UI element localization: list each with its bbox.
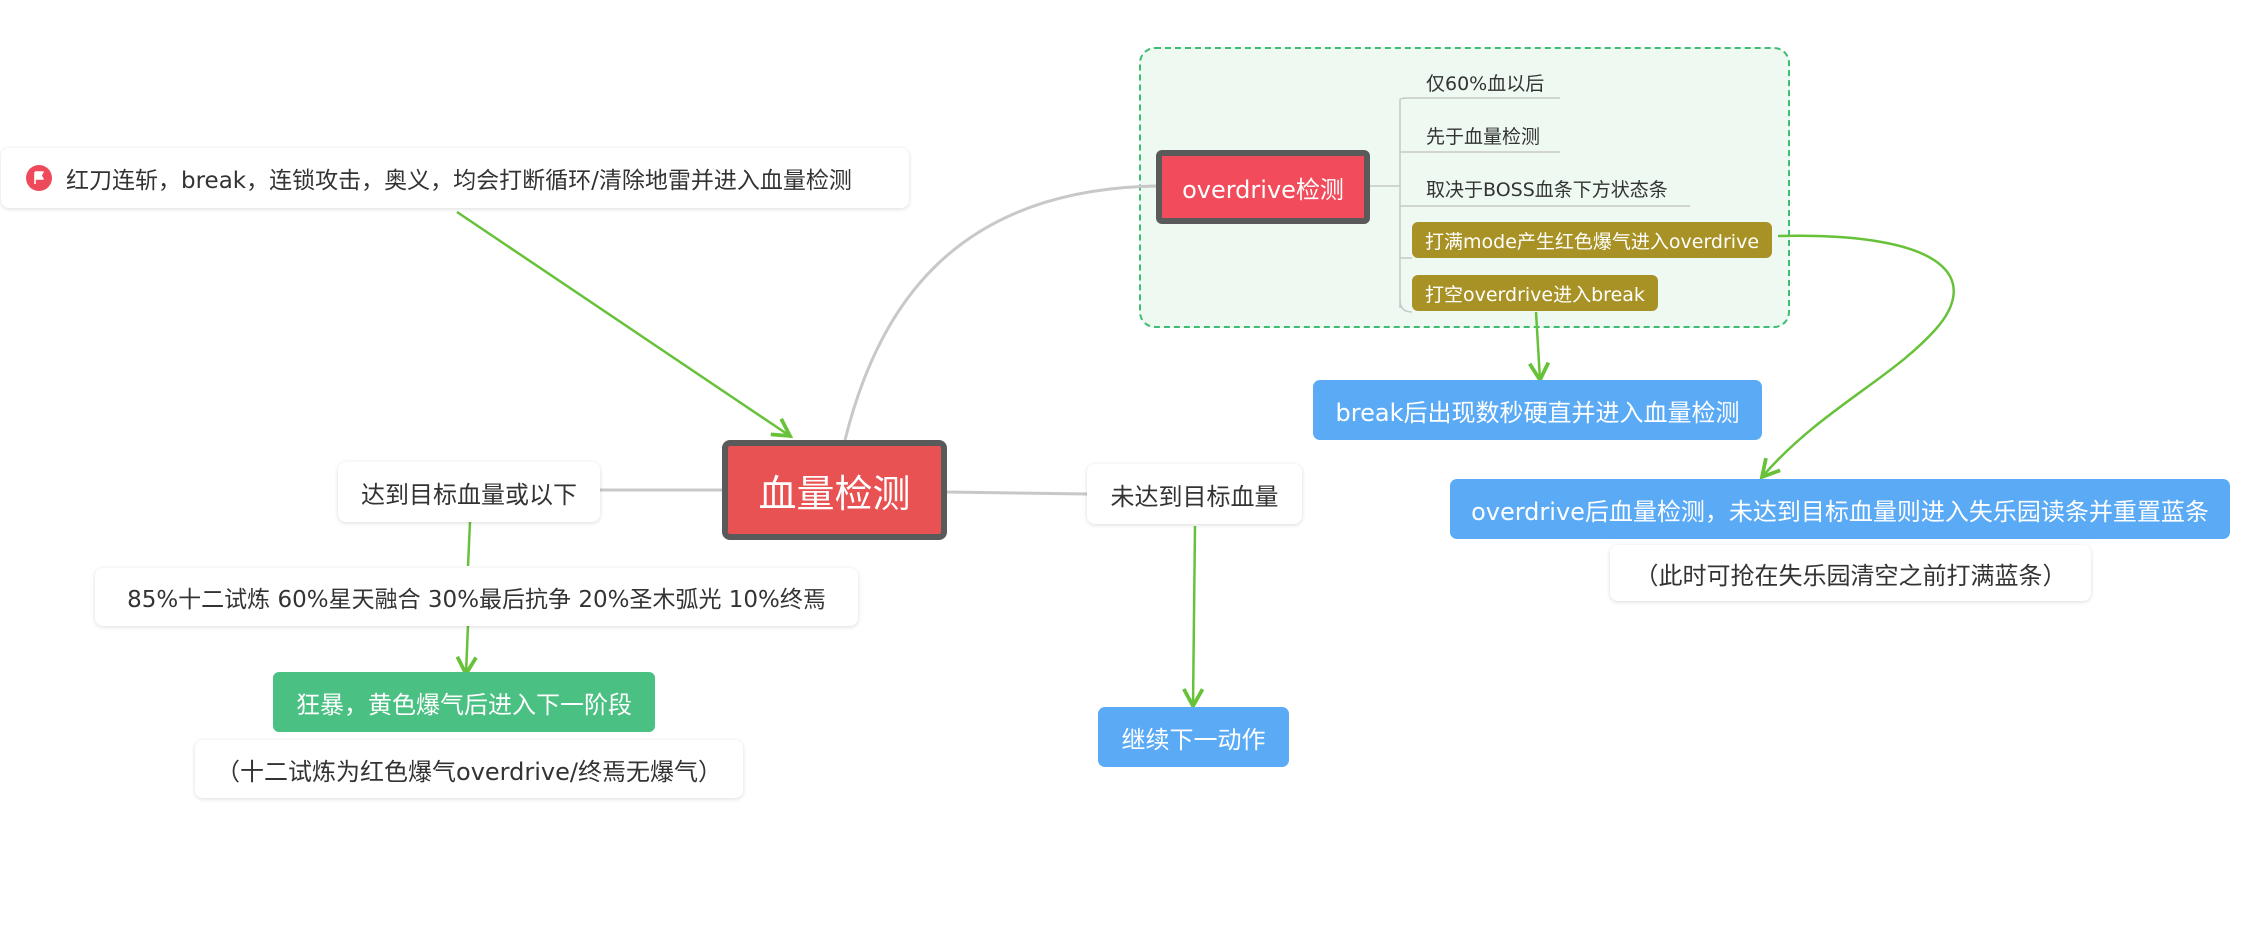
root-label: 血量检测	[758, 471, 911, 516]
overdrive-result-note[interactable]: （此时可抢在失乐园清空之前打满蓝条）	[1610, 545, 2091, 601]
arrow-interrupt-to-root	[456, 210, 790, 436]
arrow-break-to-result	[1536, 311, 1540, 380]
connector-root-overdrive	[843, 184, 1161, 441]
berserk-note[interactable]: （十二试炼为红色爆气overdrive/终焉无爆气）	[195, 740, 743, 798]
not-reached-node[interactable]: 未达到目标血量	[1087, 464, 1302, 524]
continue-node[interactable]: 继续下一动作	[1098, 707, 1289, 767]
overdrive-detail-5[interactable]: 打空overdrive进入break	[1412, 275, 1658, 311]
flag-icon	[26, 165, 52, 191]
overdrive-node[interactable]: overdrive检测	[1156, 150, 1370, 224]
arrow-thresholds-to-result	[466, 624, 468, 674]
arrow-overdrive-to-result	[1762, 234, 1955, 477]
root-node[interactable]: 血量检测	[722, 440, 947, 540]
overdrive-result-node[interactable]: overdrive后血量检测，未达到目标血量则进入失乐园读条并重置蓝条	[1450, 479, 2230, 539]
interrupt-note[interactable]: 红刀连斩，break，连锁攻击，奥义，均会打断循环/清除地雷并进入血量检测	[1, 148, 909, 208]
overdrive-detail-tree	[1366, 97, 1690, 313]
connector-root-not-reached	[944, 490, 1088, 496]
overdrive-detail-1[interactable]: 仅60%血以后	[1426, 72, 1545, 95]
reached-node[interactable]: 达到目标血量或以下	[338, 462, 600, 522]
overdrive-label: overdrive检测	[1182, 175, 1344, 204]
break-result-node[interactable]: break后出现数秒硬直并进入血量检测	[1313, 380, 1762, 440]
berserk-result-node[interactable]: 狂暴，黄色爆气后进入下一阶段	[273, 672, 655, 732]
overdrive-detail-3[interactable]: 取决于BOSS血条下方状态条	[1426, 178, 1668, 201]
thresholds-node[interactable]: 85%十二试炼 60%星天融合 30%最后抗争 20%圣木弧光 10%终焉	[95, 568, 858, 626]
arrow-reached-to-thresholds	[466, 521, 472, 567]
interrupt-note-label: 红刀连斩，break，连锁攻击，奥义，均会打断循环/清除地雷并进入血量检测	[66, 168, 852, 194]
overdrive-detail-2[interactable]: 先于血量检测	[1426, 125, 1541, 148]
overdrive-detail-4[interactable]: 打满mode产生红色爆气进入overdrive	[1412, 222, 1773, 258]
arrow-not-reached-to-continue	[1193, 525, 1195, 706]
